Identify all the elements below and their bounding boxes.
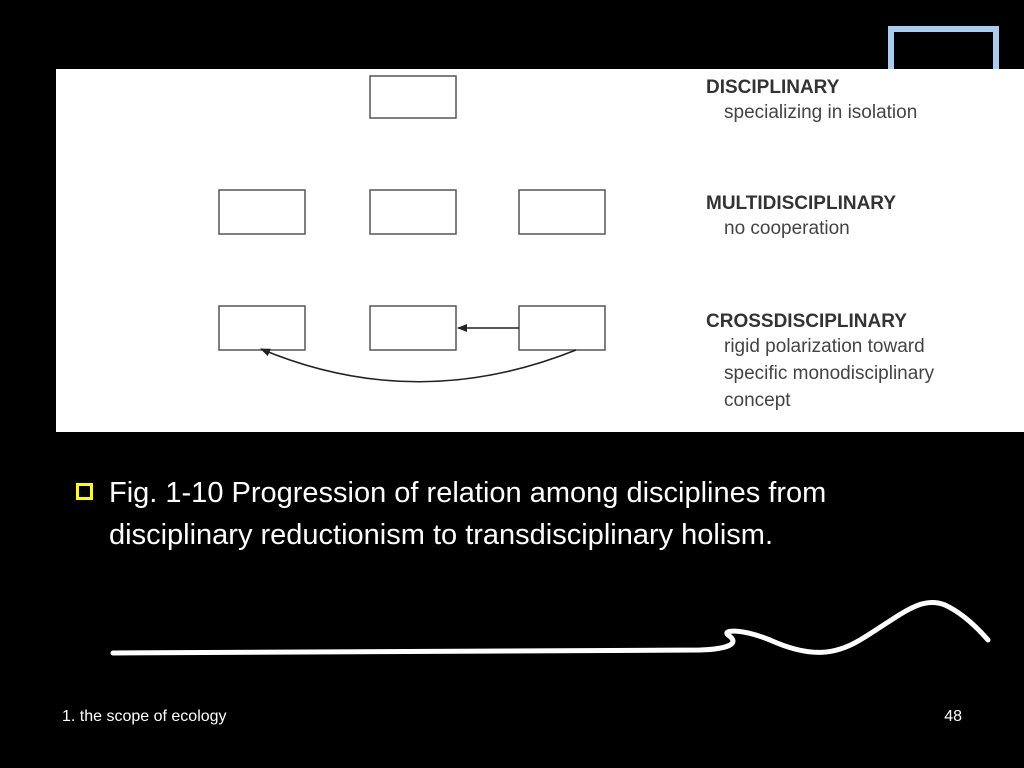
label-description: rigid polarization toward — [724, 336, 925, 357]
label-crossdisciplinary: CROSSDISCIPLINARY rigid polarization tow… — [706, 311, 934, 414]
discipline-box — [369, 189, 457, 235]
square-bullet-icon — [76, 483, 93, 500]
label-description: specific monodisciplinary — [724, 363, 935, 384]
label-description: concept — [724, 390, 791, 411]
caption-text: Fig. 1-10 Progression of relation among … — [109, 477, 827, 551]
corner-frame-decoration — [888, 26, 999, 72]
label-multidisciplinary: MULTIDISCIPLINARY no cooperation — [706, 193, 896, 242]
discipline-box — [369, 305, 457, 351]
discipline-box — [218, 305, 306, 351]
figure-caption: Fig. 1-10 Progression of relation among … — [76, 472, 976, 556]
discipline-box — [518, 189, 606, 235]
label-disciplinary: DISCIPLINARY specializing in isolation — [706, 77, 917, 126]
figure-panel: DISCIPLINARY specializing in isolation M… — [56, 69, 1024, 432]
discipline-box — [518, 305, 606, 351]
footer-page-number: 48 — [944, 708, 962, 725]
label-description: specializing in isolation — [724, 102, 918, 123]
discipline-box — [369, 75, 457, 119]
figure-diagram — [218, 75, 606, 383]
label-heading: CROSSDISCIPLINARY — [706, 311, 907, 332]
discipline-box — [218, 189, 306, 235]
footer-section-title: 1. the scope of ecology — [62, 708, 227, 725]
curved-arrow — [260, 348, 577, 383]
label-heading: DISCIPLINARY — [706, 77, 840, 98]
label-heading: MULTIDISCIPLINARY — [706, 193, 896, 214]
label-description: no cooperation — [724, 218, 850, 239]
